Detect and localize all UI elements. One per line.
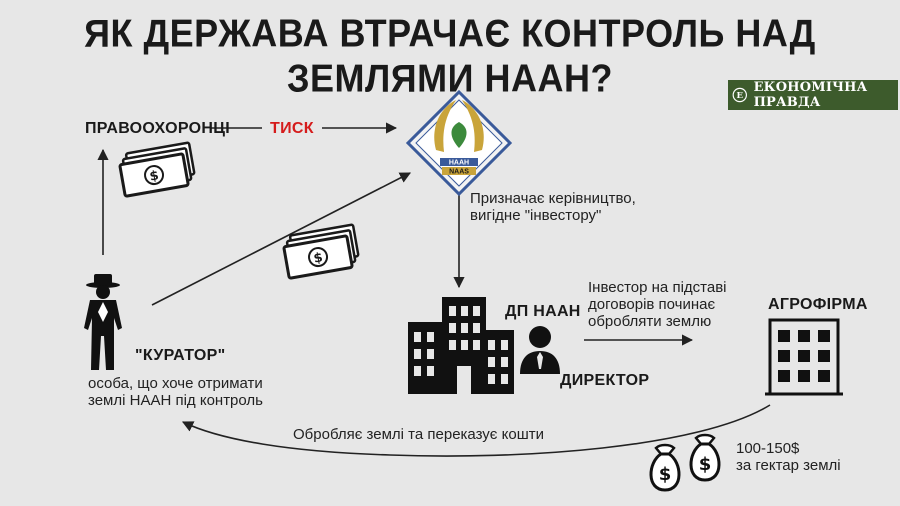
svg-text:$: $ <box>313 250 325 266</box>
director-label: ДИРЕКТОР <box>560 372 650 389</box>
spy-curator-icon <box>84 274 122 370</box>
director-person-icon <box>520 326 560 374</box>
naas-logo-text-uk: НААН <box>449 160 469 167</box>
brand-badge[interactable]: Е ЕКОНОМІЧНА ПРАВДА <box>728 80 898 110</box>
pressure-label: ТИСК <box>270 120 314 137</box>
money-stack-icon: $ <box>282 223 360 280</box>
appoints-note: Призначає керівництво, вигідне "інвестор… <box>470 190 636 224</box>
arrow-agrofirm-to-curator <box>181 404 771 457</box>
brand-name: ЕКОНОМІЧНА ПРАВДА <box>753 80 868 110</box>
naas-logo-text-en: NAAS <box>449 169 469 176</box>
svg-text:Е: Е <box>737 91 744 101</box>
brand-logo-icon: Е <box>732 87 747 103</box>
arrow-curator-to-naas <box>151 172 411 306</box>
naas-logo-icon <box>405 89 513 197</box>
money-bag-icon: $ <box>649 443 681 492</box>
svg-text:$: $ <box>659 464 672 485</box>
office-building-icon <box>408 297 514 394</box>
money-bag-icon: $ <box>689 433 721 482</box>
price-note: 100-150$ за гектар землі <box>736 440 841 474</box>
return-note: Обробляє землі та переказує кошти <box>293 426 544 443</box>
dp-naan-label: ДП НААН <box>505 303 581 320</box>
agrofirm-building-icon <box>765 318 843 396</box>
svg-text:$: $ <box>149 168 161 184</box>
curator-note: особа, що хоче отримати землі НААН під к… <box>88 375 263 409</box>
svg-text:$: $ <box>699 454 712 475</box>
curator-label: "КУРАТОР" <box>135 347 226 364</box>
investor-note: Інвестор на підставі договорів починає о… <box>588 279 727 330</box>
money-stack-icon: $ <box>118 141 196 198</box>
law-enforcement-label: ПРАВООХОРОНЦІ <box>85 120 230 137</box>
agrofirm-label: АГРОФІРМА <box>768 296 868 313</box>
page-title: ЯК ДЕРЖАВА ВТРАЧАЄ КОНТРОЛЬ НАД ЗЕМЛЯМИ … <box>84 10 816 101</box>
